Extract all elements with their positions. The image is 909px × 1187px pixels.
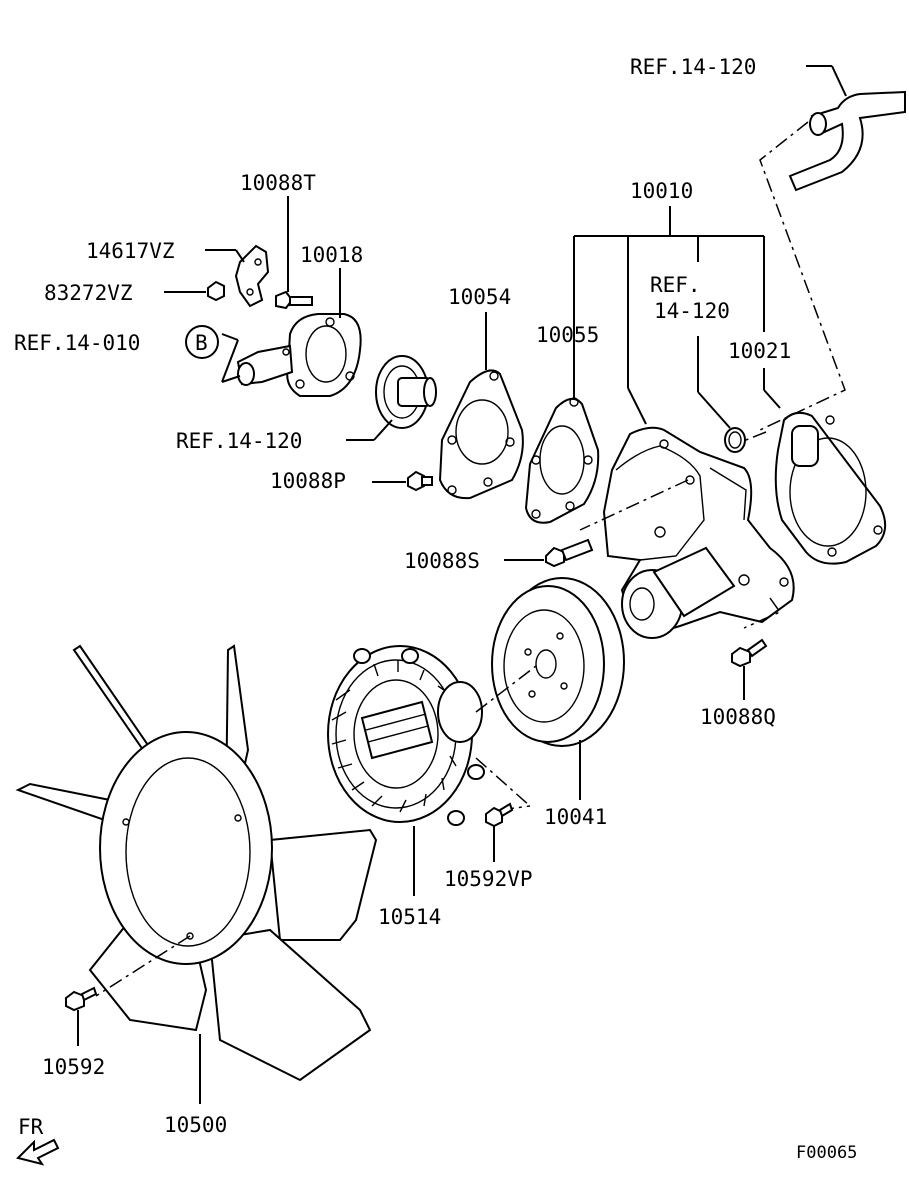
label-14617VZ: 14617VZ <box>86 239 175 263</box>
thermostat <box>375 355 437 429</box>
label-circle-b: B <box>195 331 208 355</box>
label-10592VP: 10592VP <box>444 867 533 891</box>
bolt-10592 <box>65 986 98 1012</box>
label-ref-mid-b: 14-120 <box>654 299 730 323</box>
label-10592: 10592 <box>42 1055 105 1079</box>
water-hose <box>788 90 906 192</box>
gasket-10021 <box>774 411 887 565</box>
bolt-10088T <box>275 290 313 310</box>
label-ref-14-120-top: REF.14-120 <box>630 55 756 79</box>
fan-10500 <box>15 644 378 1082</box>
label-10500: 10500 <box>164 1113 227 1137</box>
label-10041: 10041 <box>544 805 607 829</box>
water-pump-10010 <box>602 426 795 639</box>
label-10514: 10514 <box>378 905 441 929</box>
bolt-10592VP <box>485 802 514 828</box>
nut-83272VZ <box>207 280 225 302</box>
figure-code: F00065 <box>796 1143 857 1163</box>
o-ring <box>724 427 746 453</box>
label-10088P: 10088P <box>270 469 346 493</box>
label-10010: 10010 <box>630 179 693 203</box>
label-10021: 10021 <box>728 339 791 363</box>
label-83272VZ: 83272VZ <box>44 281 133 305</box>
label-10055: 10055 <box>536 323 599 347</box>
bolt-10088Q <box>731 638 768 668</box>
circle-b-marker <box>185 325 219 359</box>
fan-clutch-10514 <box>327 645 485 826</box>
label-ref-14-010: REF.14-010 <box>14 331 140 355</box>
gasket-10054 <box>438 369 524 500</box>
label-ref-mid-a: REF. <box>650 273 701 297</box>
label-ref-14-120-left: REF.14-120 <box>176 429 302 453</box>
front-direction-arrow-icon <box>16 1138 60 1166</box>
label-10018: 10018 <box>300 243 363 267</box>
gasket-10055 <box>524 397 600 524</box>
bracket-14617VZ <box>234 244 270 308</box>
label-10054: 10054 <box>448 285 511 309</box>
bolt-10088S <box>545 538 594 568</box>
label-fr: FR <box>18 1115 44 1139</box>
thermostat-housing-10018 <box>236 313 362 397</box>
label-10088T: 10088T <box>240 171 316 195</box>
pulley-10041 <box>491 577 625 747</box>
label-10088S: 10088S <box>404 549 480 573</box>
label-10088Q: 10088Q <box>700 705 776 729</box>
bolt-10088P <box>407 470 433 492</box>
